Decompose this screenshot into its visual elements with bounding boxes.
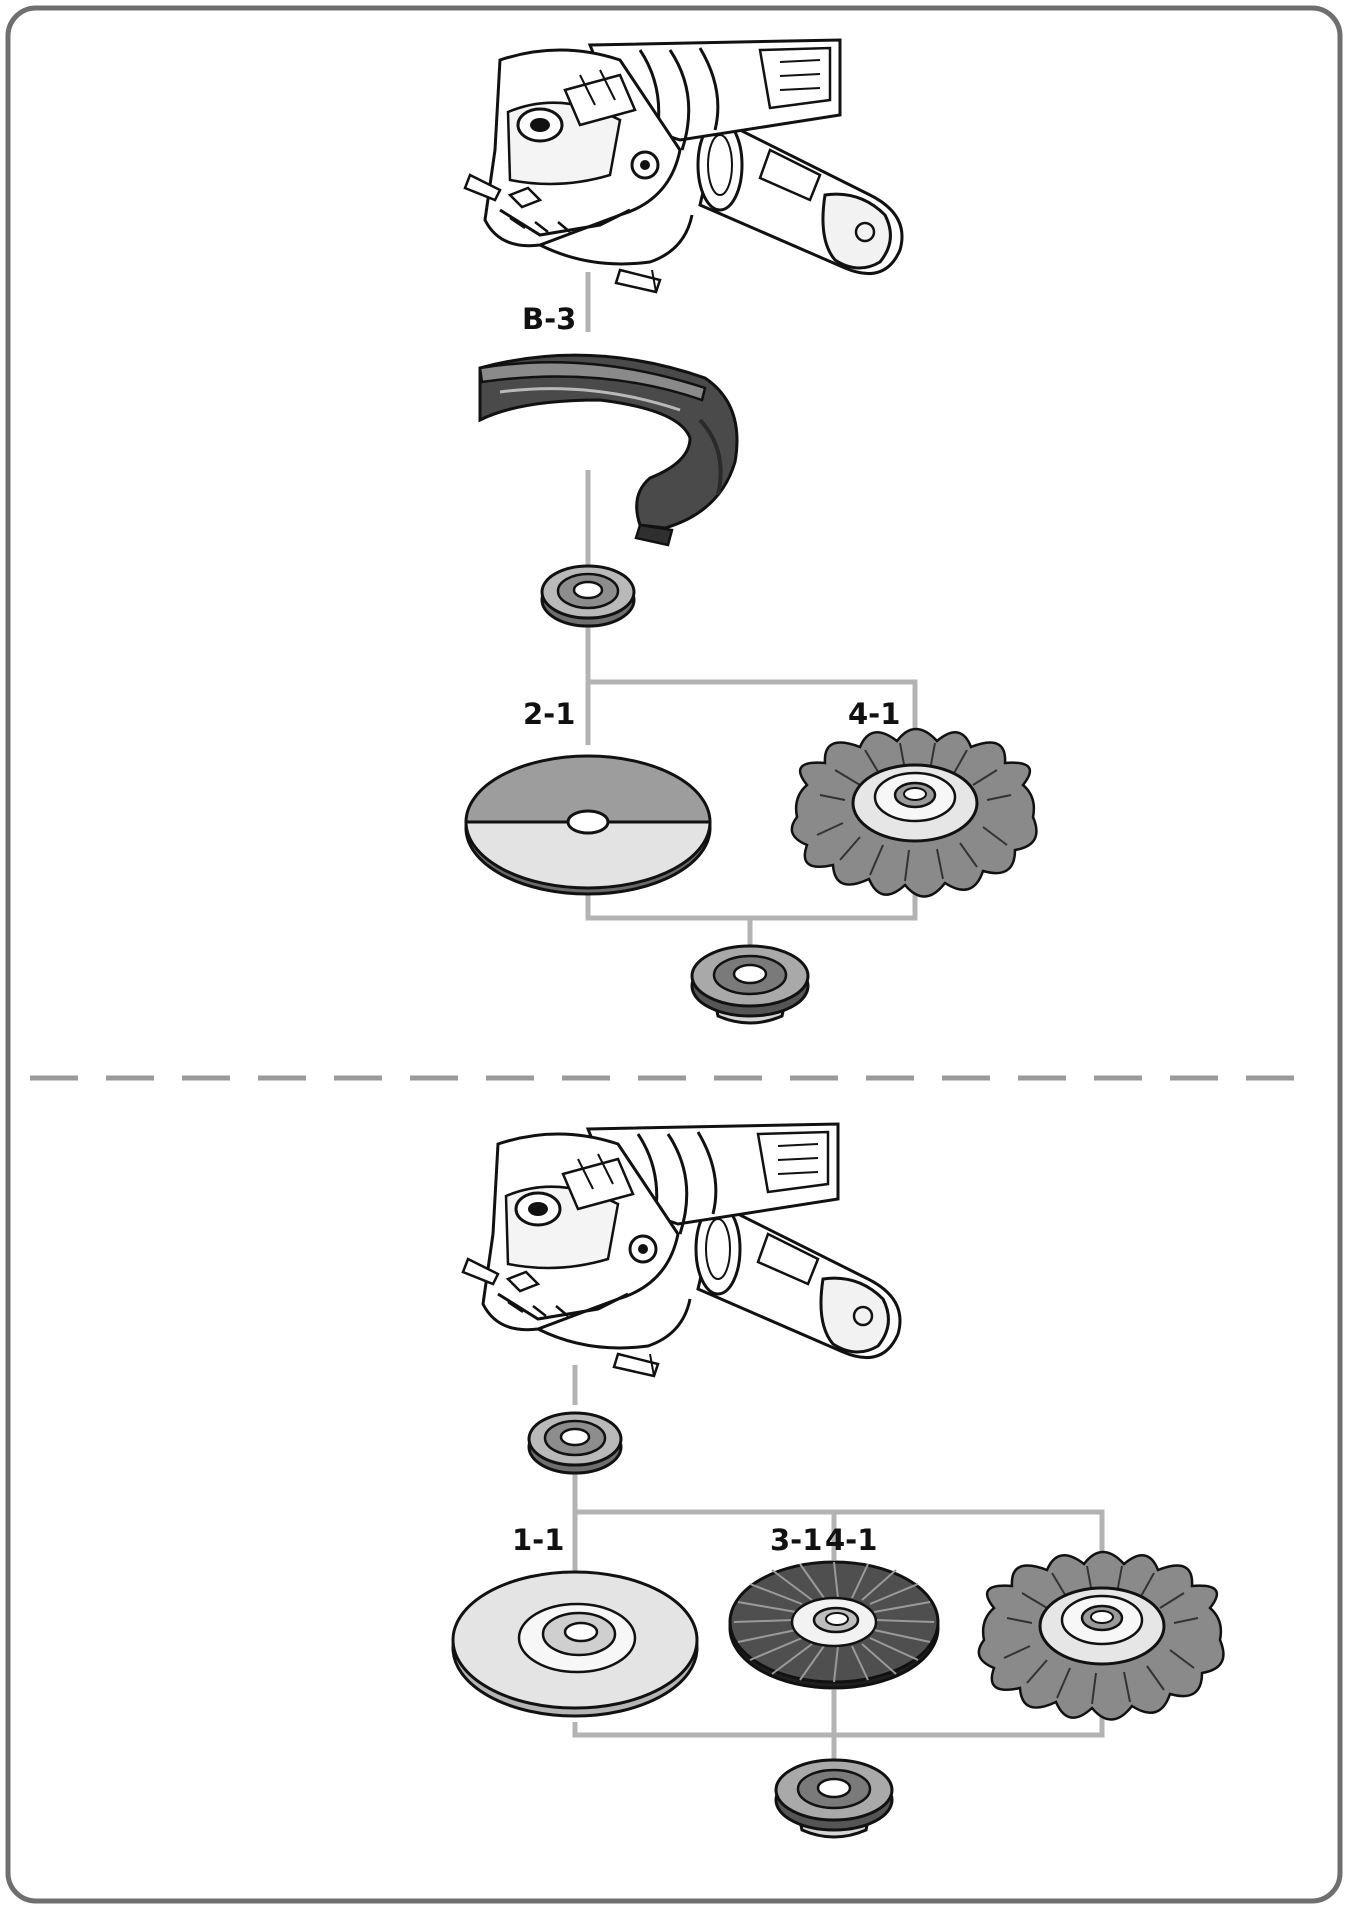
bottom-configuration: 1-1 3-1 4-1 [451,1122,1225,1839]
wire-brush-icon [977,1550,1225,1722]
clamping-nut-icon [774,1758,894,1839]
grinding-disc-icon [451,1570,699,1718]
flap-disc-icon [728,1560,940,1690]
wire-brush-icon [790,727,1038,899]
label-bottom-grinding-disc: 1-1 [512,1523,564,1557]
label-top-cut-disc: 2-1 [523,697,575,731]
diagram-frame [5,5,1343,1904]
label-bottom-wire-brush: 4-1 [825,1523,877,1557]
label-guard: B-3 [522,302,576,336]
inner-flange-icon [527,1411,623,1475]
label-top-wire-brush: 4-1 [848,697,900,731]
cutting-disc-icon [464,754,712,896]
inner-flange-icon [540,564,636,628]
top-configuration: B-3 2-1 4-1 [463,38,1038,1025]
top-connector-lines [585,272,918,948]
wheel-guard-icon [478,353,739,547]
label-bottom-flap-disc: 3-1 [770,1523,822,1557]
bottom-connector-lines [572,1365,1105,1765]
angle-grinder-icon [463,38,904,294]
angle-grinder-icon [461,1122,902,1378]
clamping-nut-icon [690,944,810,1025]
